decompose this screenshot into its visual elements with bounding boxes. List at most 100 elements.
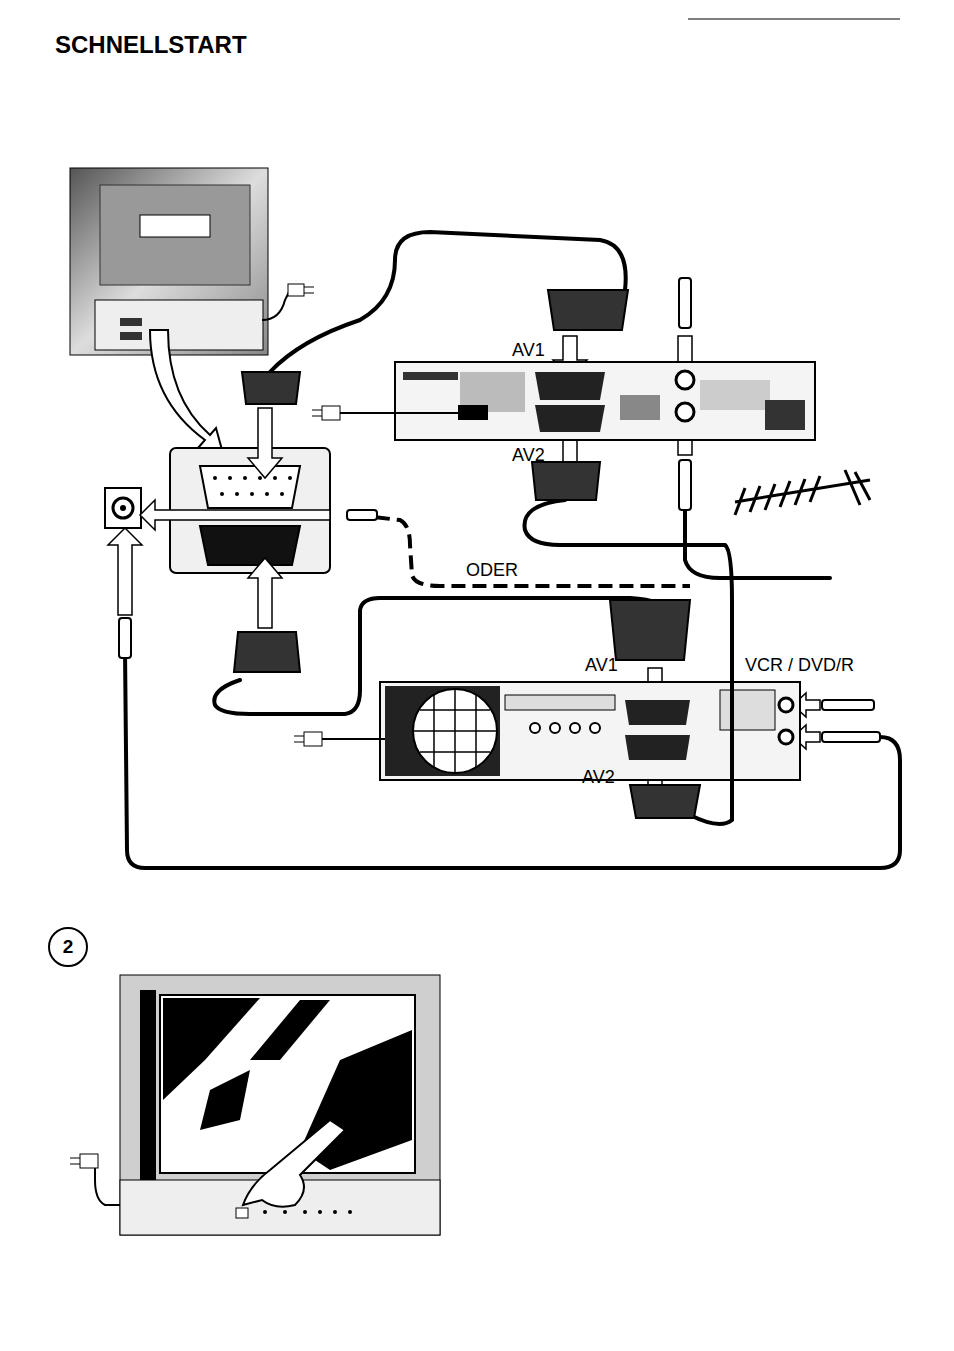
scart-plug: [630, 785, 700, 818]
tv-front: [243, 1120, 345, 1207]
insert-arrow: [108, 336, 820, 788]
tv-connector-panel: [200, 466, 300, 508]
vcr-rear: [380, 682, 800, 780]
connector-label: AV1: [585, 656, 618, 674]
receiver-rear: [620, 395, 660, 420]
tv-connector-panel: [113, 498, 133, 518]
vcr-rear: [530, 723, 540, 733]
receiver-rear: [535, 372, 605, 400]
coax-plug: [347, 510, 377, 520]
receiver-rear: [458, 405, 488, 420]
tv-rear: [304, 293, 314, 294]
tv-connector-panel: [288, 476, 292, 480]
coax-plug: [679, 278, 691, 328]
scart-plug: [548, 290, 628, 330]
receiver-rear: [535, 405, 605, 432]
tv-front: [80, 1154, 98, 1168]
tv-connector-panel: [213, 476, 217, 480]
tv-connector-panel: [120, 505, 126, 511]
tv-connector-panel: [228, 476, 232, 480]
receiver-rear: [312, 362, 815, 440]
coax-plug: [679, 460, 691, 510]
tv-connector-panel: [258, 476, 262, 480]
vcr-rear: [294, 682, 800, 780]
tv-front: [200, 1070, 250, 1130]
receiver-rear: [676, 371, 694, 389]
vcr-rear: [385, 686, 500, 776]
tv-rear: [150, 330, 222, 450]
tv-rear: [304, 287, 314, 288]
vcr-rear: [720, 690, 775, 730]
vcr-rear: [550, 723, 560, 733]
receiver-rear: [312, 416, 322, 417]
tv-connector-panel: [105, 488, 141, 528]
tv-connector-panel: [213, 476, 292, 496]
vcr-rear: [779, 698, 793, 712]
receiver-rear: [700, 380, 770, 410]
alternative-cable: [355, 515, 690, 586]
tv-front: [70, 1158, 80, 1159]
coax-plug: [822, 732, 880, 742]
insert-arrow: [248, 408, 282, 478]
vcr-rear: [420, 751, 490, 753]
coax-plug: [822, 700, 874, 710]
tv-front: [120, 975, 440, 1235]
tv-front: [303, 1210, 307, 1214]
connector-label: AV2: [512, 446, 545, 464]
tv-rear: [140, 215, 210, 237]
tv-connector-panel: [105, 448, 330, 573]
scart-plug: [242, 372, 300, 404]
vcr-rear: [294, 736, 304, 737]
receiver-rear: [676, 403, 694, 421]
vcr-rear: [454, 689, 456, 773]
tv-rear: [120, 318, 142, 326]
tv-front: [263, 1210, 352, 1214]
tv-front: [263, 1210, 267, 1214]
tv-front: [70, 975, 440, 1235]
tv-connector-panel: [243, 476, 247, 480]
tv-connector-panel: [280, 492, 284, 496]
tv-rear: [70, 168, 314, 450]
connector-label: AV1: [512, 341, 545, 359]
vcr-rear: [420, 709, 490, 711]
vcr-rear: [505, 695, 615, 710]
tv-connector-panel: [200, 526, 300, 565]
tv-front: [140, 990, 156, 1190]
vcr-rear: [530, 723, 600, 733]
tv-front: [236, 1208, 248, 1218]
scart-plug: [610, 600, 690, 660]
vcr-rear: [413, 689, 497, 773]
callout-number: 2: [63, 936, 74, 958]
antenna-symbol: [810, 476, 820, 502]
tv-rear: [95, 300, 263, 350]
vcr-rear: [413, 689, 497, 773]
connector-label: VCR / DVD/R: [745, 656, 854, 674]
cable: [525, 500, 733, 824]
vcr-rear: [570, 723, 580, 733]
vcr-rear: [625, 735, 690, 760]
header-rule: [688, 19, 900, 20]
insert-arrow: [108, 528, 142, 615]
vcr-rear: [779, 730, 793, 744]
vcr-rear: [590, 723, 600, 733]
antenna-symbol: [735, 488, 745, 515]
vcr-rear: [625, 700, 690, 725]
vcr-rear: [322, 738, 385, 740]
cable: [125, 232, 900, 868]
coax-plug: [119, 278, 880, 742]
antenna-symbol: [795, 479, 805, 505]
tv-rear: [262, 290, 290, 320]
tv-front: [95, 1168, 120, 1205]
tv-rear: [288, 284, 304, 296]
insert-arrow: [140, 500, 330, 530]
tv-rear: [120, 332, 142, 340]
step-number-circle: 2: [48, 927, 88, 967]
tv-connector-panel: [265, 492, 269, 496]
tv-connector-panel: [235, 492, 239, 496]
tv-front: [348, 1210, 352, 1214]
insert-arrow: [248, 558, 282, 628]
tv-front: [160, 995, 415, 1173]
tv-connector-panel: [273, 476, 277, 480]
receiver-rear: [322, 406, 340, 420]
